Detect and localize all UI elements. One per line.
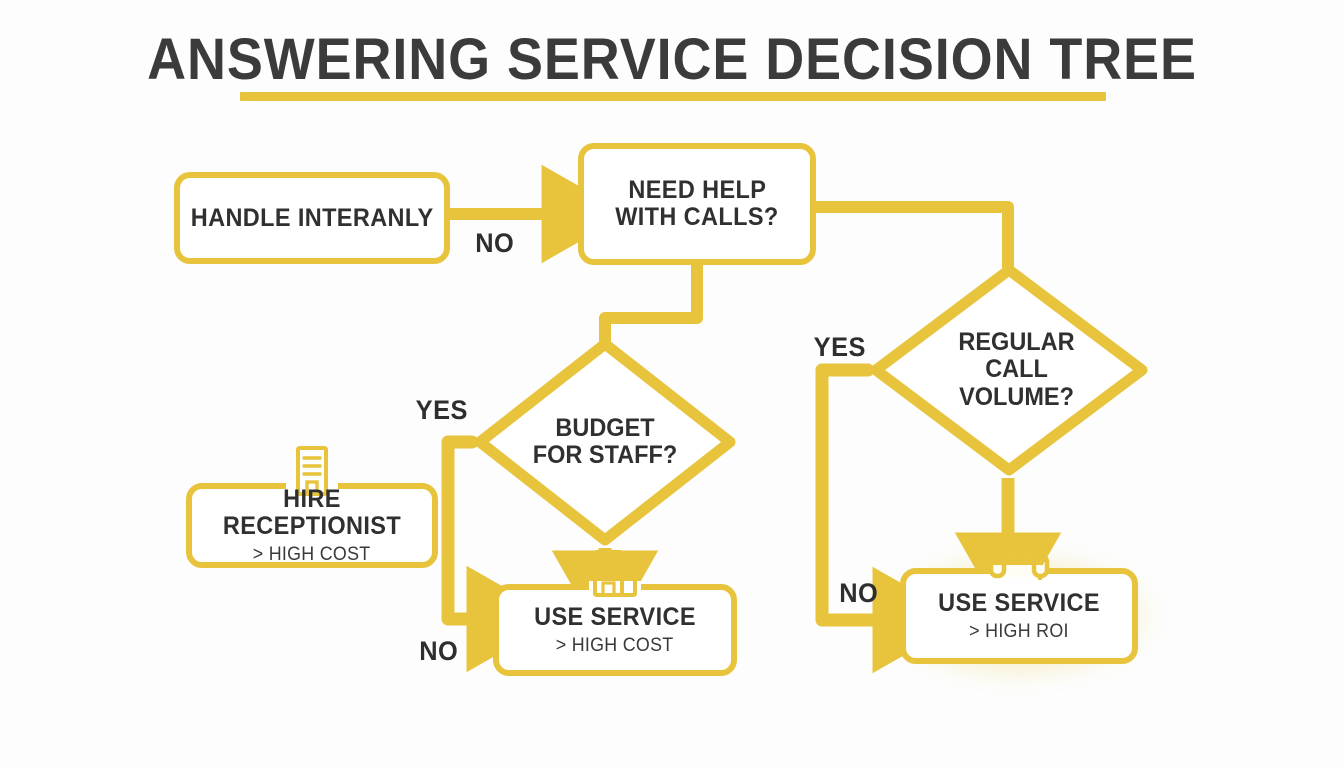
edge-label-no-budget: NO: [419, 636, 459, 666]
title-underline: [240, 92, 1106, 101]
node-use-service-cost-sub: > HIGH COST: [556, 634, 674, 656]
decision-volume-line3: VOLUME?: [959, 382, 1074, 411]
node-use-service-high-roi[interactable]: USE SERVICE > HIGH ROI: [900, 532, 1138, 664]
decision-volume-line1: REGULAR: [958, 327, 1075, 356]
edge-need-help-to-budget: [599, 259, 703, 346]
edge-label-yes-volume: YES: [813, 332, 866, 362]
decision-budget-line2: FOR STAFF?: [532, 441, 678, 469]
page-title: ANSWERING SERVICE DECISION TREE: [147, 27, 1197, 92]
edge-label-no-volume: NO: [839, 578, 879, 608]
diamond-shape: [870, 264, 1148, 476]
node-hire-receptionist-label: HIRE RECEPTIONIST: [222, 484, 402, 540]
node-use-service-high-cost[interactable]: USE SERVICE > HIGH COST: [493, 550, 737, 676]
node-handle-internally[interactable]: HANDLE INTERANLY: [174, 172, 450, 264]
decision-budget-label: BUDGET FOR STAFF?: [480, 336, 730, 548]
node-need-help-line1: NEED HELP: [628, 176, 766, 204]
edge-label-yes-budget: YES: [415, 395, 468, 425]
decision-regular-call-volume[interactable]: REGULAR CALL VOLUME?: [868, 262, 1150, 478]
decision-budget-for-staff[interactable]: BUDGET FOR STAFF?: [472, 336, 738, 548]
edge-label-no-need-help: NO: [475, 228, 515, 258]
decision-volume-label: REGULAR CALL VOLUME?: [876, 262, 1141, 478]
edge-need-help-to-volume: [810, 201, 1014, 272]
node-hire-receptionist-sub: > HIGH COST: [253, 543, 371, 565]
node-use-service-cost-label: USE SERVICE: [534, 602, 696, 631]
diamond-shape: [474, 338, 736, 546]
node-use-service-roi-label: USE SERVICE: [938, 588, 1100, 617]
node-handle-internally-label: HANDLE INTERANLY: [190, 203, 434, 232]
building-icon: [593, 550, 637, 597]
node-use-service-roi-sub: > HIGH ROI: [969, 620, 1069, 642]
node-need-help-line2: WITH CALLS?: [615, 203, 779, 231]
decision-budget-line1: BUDGET: [555, 413, 655, 442]
decision-volume-line2: CALL: [985, 355, 1048, 384]
node-hire-receptionist[interactable]: HIRE RECEPTIONIST > HIGH COST: [186, 446, 438, 568]
node-need-help-with-calls[interactable]: NEED HELP WITH CALLS?: [578, 143, 816, 265]
